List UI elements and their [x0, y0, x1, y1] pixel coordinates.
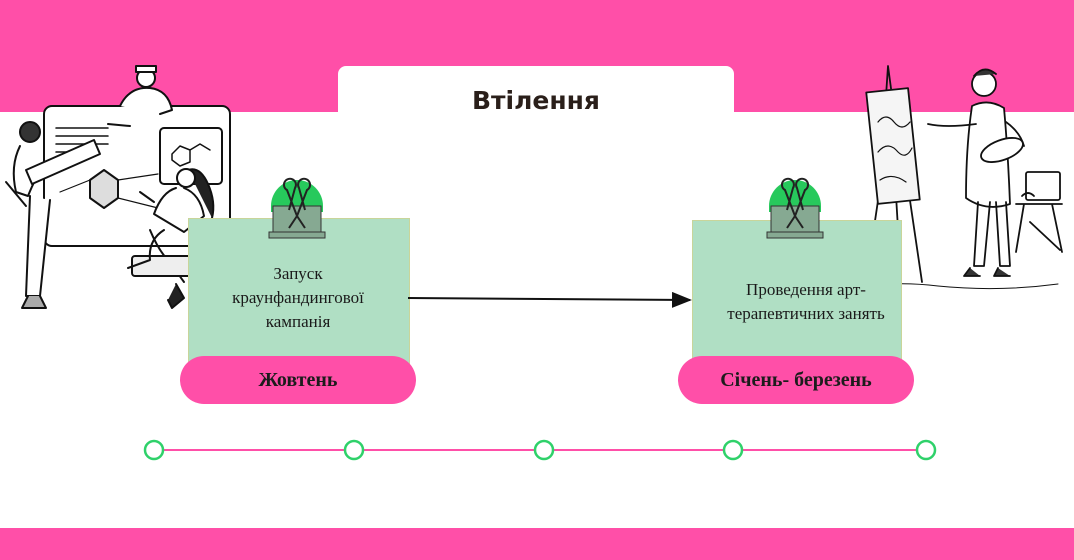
milestone-card-1 — [188, 218, 410, 370]
binder-clip-icon — [766, 177, 824, 239]
timeline-node — [533, 439, 555, 461]
timeline-node — [343, 439, 365, 461]
painter-at-easel-illustration — [847, 65, 1063, 291]
timeline-node — [722, 439, 744, 461]
milestone-label-2: Проведення арт- терапевтичних занять — [696, 278, 916, 326]
binder-clip-icon — [268, 177, 326, 239]
milestone-period-1: Жовтень — [180, 356, 416, 404]
milestone-label-1-line-3: кампанія — [265, 312, 331, 331]
slide-title: Втілення — [472, 86, 600, 115]
title-tab — [338, 66, 734, 136]
milestone-label-2-line-2: терапевтичних занять — [727, 304, 885, 323]
timeline-node — [143, 439, 165, 461]
milestone-label-1: Запуск краунфандингової кампанія — [198, 262, 398, 334]
milestone-period-2: Січень- березень — [678, 356, 914, 404]
timeline-node — [915, 439, 937, 461]
milestone-label-2-line-1: Проведення арт- — [746, 280, 866, 299]
bottom-banner — [0, 528, 1074, 560]
milestone-label-1-line-1: Запуск — [273, 264, 323, 283]
team-collaboration-illustration — [5, 65, 231, 309]
milestone-card-2 — [692, 220, 902, 372]
milestone-label-1-line-2: краунфандингової — [232, 288, 364, 307]
